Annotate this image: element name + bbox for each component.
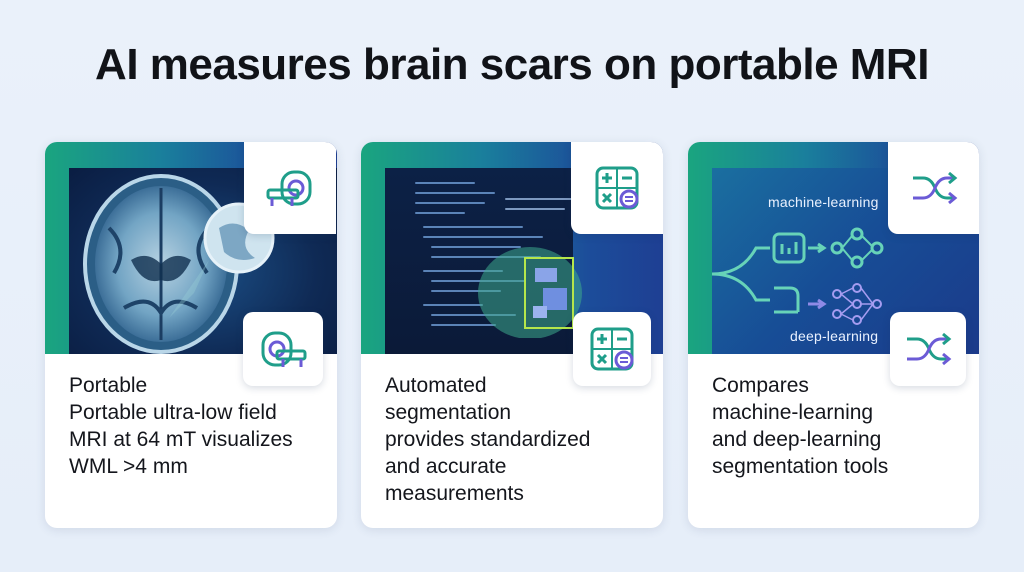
card-line: and accurate — [385, 455, 507, 478]
page-title: AI measures brain scars on portable MRI — [95, 40, 929, 89]
card-line: Automated — [385, 374, 487, 397]
card-compare-tools: machine-learning deep-learning — [688, 142, 979, 528]
ml-dl-flow — [712, 227, 884, 325]
card-text: Portable Portable ultra-low field MRI at… — [69, 372, 323, 480]
card-automated-segmentation: Automated segmentation provides standard… — [361, 142, 663, 528]
card-line: provides standardized — [385, 428, 591, 451]
calculator-icon — [573, 312, 651, 386]
card-line: Compares — [712, 374, 809, 397]
shuffle-icon — [890, 312, 966, 386]
card-line: WML >4 mm — [69, 455, 188, 478]
calculator-icon — [571, 142, 663, 234]
card-text: Automated segmentation provides standard… — [385, 372, 649, 507]
mri-scanner-icon — [243, 312, 323, 386]
code-segmentation-image — [385, 168, 582, 354]
shuffle-icon — [888, 142, 979, 234]
card-heading: Portable — [69, 374, 148, 397]
card-line: measurements — [385, 482, 524, 505]
card-line: MRI at 64 mT visualizes — [69, 428, 293, 451]
brain-mri-illustration — [83, 174, 275, 354]
card-line: and deep-learning — [712, 428, 882, 451]
card-text: Compares machine-learning and deep-learn… — [712, 372, 965, 480]
card-line: machine-learning — [712, 401, 874, 424]
card-line: segmentation — [385, 401, 512, 424]
mri-scanner-icon — [244, 142, 336, 234]
label-deep-learning: deep-learning — [790, 328, 879, 344]
label-machine-learning: machine-learning — [768, 194, 879, 210]
segmentation-overlay — [478, 247, 582, 338]
card-line: Portable ultra-low field — [69, 401, 277, 424]
card-line: segmentation tools — [712, 455, 889, 478]
card-portable-mri: Portable Portable ultra-low field MRI at… — [45, 142, 337, 528]
